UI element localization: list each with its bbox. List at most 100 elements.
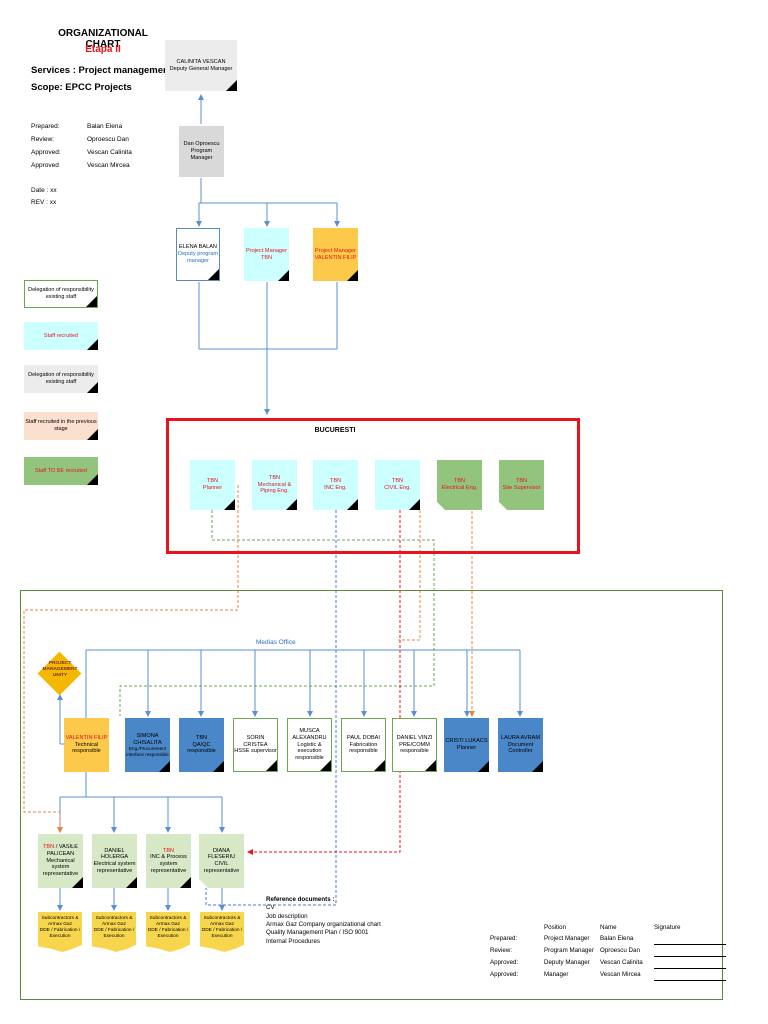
person-role: VALENTIN FILIP — [314, 254, 357, 261]
meta-value: Balan Elena — [87, 123, 123, 130]
person-name: MUSCA ALEXANDRU — [292, 728, 327, 741]
approval-name: Oproescu Dan — [600, 947, 640, 954]
pmu-label: PROJECT MANAGEMENT UNITY — [42, 661, 78, 678]
legend-existing-staff: Delegation of responsibility existing st… — [24, 280, 98, 308]
approval-header: Position — [544, 924, 567, 931]
approval-name: Vescan Calinita — [600, 959, 643, 966]
approval-label: Review: — [490, 947, 513, 954]
person-name: TBN — [515, 478, 528, 485]
approval-position: Project Manager — [544, 935, 590, 943]
person-name: DANIEL VINZI — [396, 734, 433, 741]
medias-office-label: Medias Office — [256, 639, 296, 646]
box-program-manager: Dan Oproescu Program Manager — [179, 126, 224, 177]
person-role: TBN — [260, 254, 273, 261]
doc-line: Subcontractors & Armax Gaz — [203, 916, 241, 927]
person-name: ELENA BALAN — [179, 244, 217, 251]
person-role: PRE/COMM responsible — [399, 741, 430, 755]
box-project-manager-tbn: Project Manager TBN — [244, 228, 289, 281]
legend-text: Staff recruited — [43, 332, 79, 339]
approval-position: Deputy Manager — [544, 959, 590, 966]
person-name: TBN — [453, 478, 466, 485]
signature-line — [654, 933, 726, 945]
person-role: Planner — [202, 485, 223, 491]
person-name: TBN — [268, 474, 281, 481]
legend-text: Staff TO BE recruited — [35, 467, 87, 474]
person-name: TBN — [329, 478, 342, 485]
reference-item: Quality Management Plan / ISO 9001 — [266, 929, 369, 937]
approval-label: Prepared: — [490, 935, 518, 943]
bucuresti-frame — [166, 418, 580, 554]
person-role: HSSE supervisor — [234, 748, 277, 755]
reference-item: CV — [266, 904, 275, 912]
person-name: TBN — [195, 734, 208, 741]
pmu-diamond: PROJECT MANAGEMENT UNITY — [37, 651, 82, 696]
stage-label: Etapa II — [85, 44, 121, 55]
doc-line: Subcontractors & Armax Gaz — [41, 916, 79, 927]
approval-name: Vescan Mircea — [600, 971, 641, 978]
person-name: VALENTIN FILIP — [65, 734, 108, 741]
person-name: TBN — [391, 478, 404, 485]
person-name: Project Manager — [245, 247, 288, 254]
person-name: Dan Oproescu — [183, 141, 220, 148]
approval-label: Approved: — [490, 971, 519, 978]
signature-line — [654, 944, 726, 957]
box-deputy-general-manager: CALINITA VESCAN Deputy General Manager — [165, 40, 237, 91]
rev-label: REV : xx — [31, 199, 57, 206]
box-electrical-rep: DANIEL HOLERGA Electrical system represe… — [92, 834, 137, 888]
person-role: Fabrication responsible — [349, 741, 378, 755]
meta-value: Oproescu Dan — [87, 136, 129, 143]
person-name: TBN — [206, 478, 219, 485]
person-name: LAURA AVRAM — [500, 734, 541, 741]
reference-item: Armax Gaz Company organizational chart — [266, 921, 381, 929]
meta-label: Approved: — [31, 149, 61, 156]
person-role: Mechanical & Piping Eng. — [257, 481, 292, 495]
person-role: Logistic & execution responsible — [295, 741, 324, 762]
approval-name: Balan Elena — [600, 935, 634, 943]
doc-line: DDE / Fabrication / Execution — [201, 927, 243, 939]
person-role: Program Manager — [190, 148, 213, 161]
meta-label: Prepared: — [31, 123, 60, 130]
scope-label: Scope: EPCC Projects — [31, 82, 132, 93]
person-role: Electrical Eng. — [441, 485, 478, 491]
person-name: CRISTI LUKACS — [445, 738, 488, 745]
legend-previous-stage: Staff recruited in the previous stage — [24, 412, 98, 440]
person-name: TBN — [162, 847, 175, 854]
approval-table: Position Name Signature Prepared: Projec… — [490, 922, 726, 981]
rep-name: / VASILE PALICEAN — [46, 844, 79, 857]
person-role: INC Eng. — [324, 485, 347, 491]
person-name: SORIN CRISTEA — [243, 734, 268, 748]
reference-documents: Reference documents : CV Job description… — [266, 896, 426, 946]
person-role: CIVIL representative — [203, 861, 240, 874]
signature-line — [654, 956, 726, 969]
person-role: Deputy program manager — [177, 251, 219, 264]
meta-label: Approved — [31, 162, 59, 169]
person-role: Electrical system representative — [93, 861, 136, 874]
doc-line: DDE / Fabrication / Execution — [147, 927, 189, 939]
person-name: DIANA FLESERIU — [207, 847, 236, 861]
person-role: Site Supervisor — [502, 485, 541, 491]
person-name: Project Manager — [314, 247, 357, 254]
reference-title: Reference documents : — [266, 896, 335, 903]
signature-line — [654, 968, 726, 981]
meta-value: Vescan Mircea — [87, 162, 130, 169]
box-deputy-program-manager: ELENA BALAN Deputy program manager — [176, 228, 220, 281]
legend-text: Delegation of responsibility existing st… — [28, 287, 94, 300]
approval-label: Approved: — [490, 959, 519, 966]
legend-text: Staff recruited in the previous stage — [25, 419, 97, 432]
approval-header: Name — [600, 924, 617, 931]
box-project-manager-valentin: Project Manager VALENTIN FILIP — [313, 228, 358, 281]
person-name: TBN / VASILE PALICEAN — [38, 844, 83, 857]
